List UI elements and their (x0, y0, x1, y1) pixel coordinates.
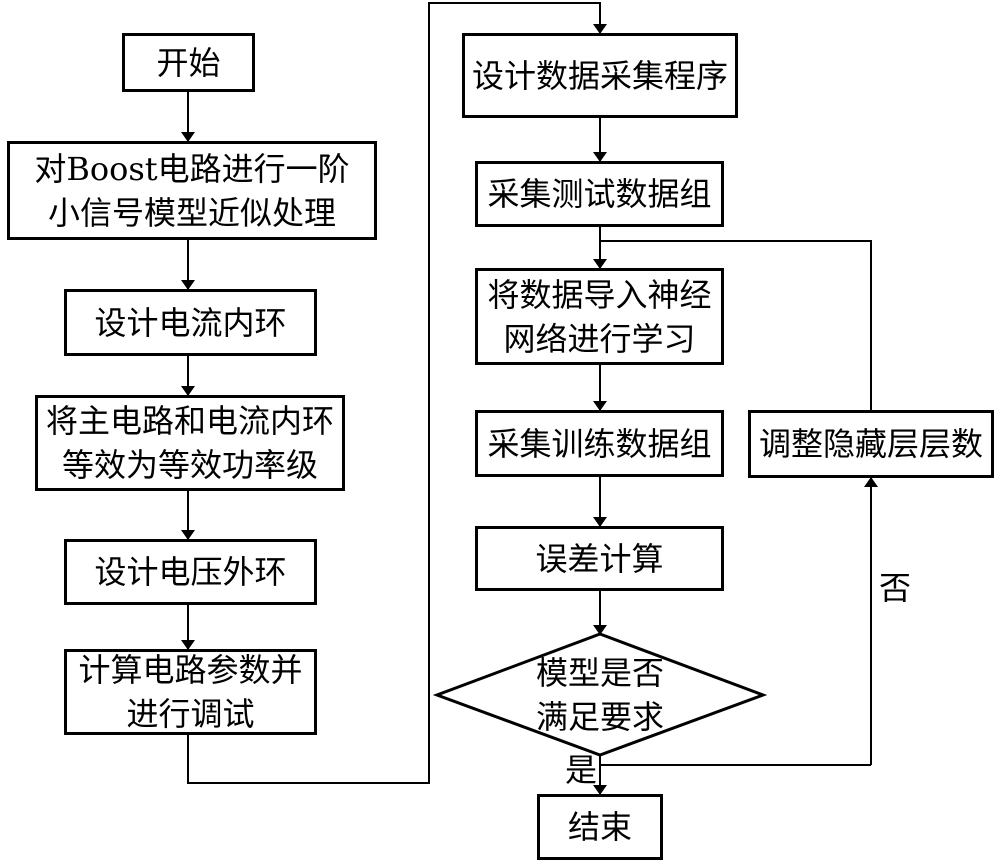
adjust-layers-box: 调整隐藏层层数 (748, 410, 994, 478)
decision-line-2: 满足要求 (535, 698, 664, 736)
boost-line-1: 对Boost电路进行一阶 (34, 149, 350, 188)
no-label: 否 (879, 569, 912, 607)
decision-line-1: 模型是否 (535, 654, 664, 692)
connector-calc-to-design (187, 2, 607, 784)
import-line-1: 将数据导入神经 (487, 275, 712, 314)
import-line-2: 网络进行学习 (503, 319, 696, 358)
connector-adjust-loopback (600, 240, 872, 410)
current-loop-box: 设计电流内环 (64, 289, 317, 356)
equiv-line-2: 等效为等效功率级 (61, 446, 318, 484)
calc-line-1: 计算电路参数并 (78, 651, 303, 689)
import-network-box: 将数据导入神经 网络进行学习 (475, 268, 724, 365)
collect-train-box: 采集训练数据组 (475, 410, 724, 477)
design-program-label: 设计数据采集程序 (471, 56, 728, 95)
equivalent-stage-box: 将主电路和电流内环 等效为等效功率级 (35, 395, 345, 491)
calc-line-2: 进行调试 (126, 695, 255, 733)
collect-train-label: 采集训练数据组 (487, 424, 712, 463)
collect-test-label: 采集测试数据组 (487, 175, 712, 213)
decision-text: 模型是否 满足要求 (500, 651, 700, 739)
error-calc-box: 误差计算 (475, 526, 724, 591)
error-calc-label: 误差计算 (535, 539, 664, 578)
calc-params-box: 计算电路参数并 进行调试 (64, 649, 317, 735)
design-program-box: 设计数据采集程序 (462, 33, 738, 118)
end-label: 结束 (567, 808, 632, 846)
current-loop-label: 设计电流内环 (94, 303, 287, 342)
voltage-loop-box: 设计电压外环 (64, 539, 317, 605)
collect-test-box: 采集测试数据组 (475, 161, 724, 227)
start-label: 开始 (156, 43, 221, 82)
voltage-loop-label: 设计电压外环 (94, 553, 287, 591)
end-box: 结束 (537, 794, 663, 860)
yes-label: 是 (565, 751, 598, 789)
decision-diamond (432, 632, 768, 757)
boost-line-2: 小信号模型近似处理 (47, 193, 336, 232)
start-box: 开始 (122, 33, 255, 92)
adjust-layers-label: 调整隐藏层层数 (758, 425, 983, 463)
equiv-line-1: 将主电路和电流内环 (45, 402, 334, 440)
boost-approximation-box: 对Boost电路进行一阶 小信号模型近似处理 (7, 141, 377, 240)
